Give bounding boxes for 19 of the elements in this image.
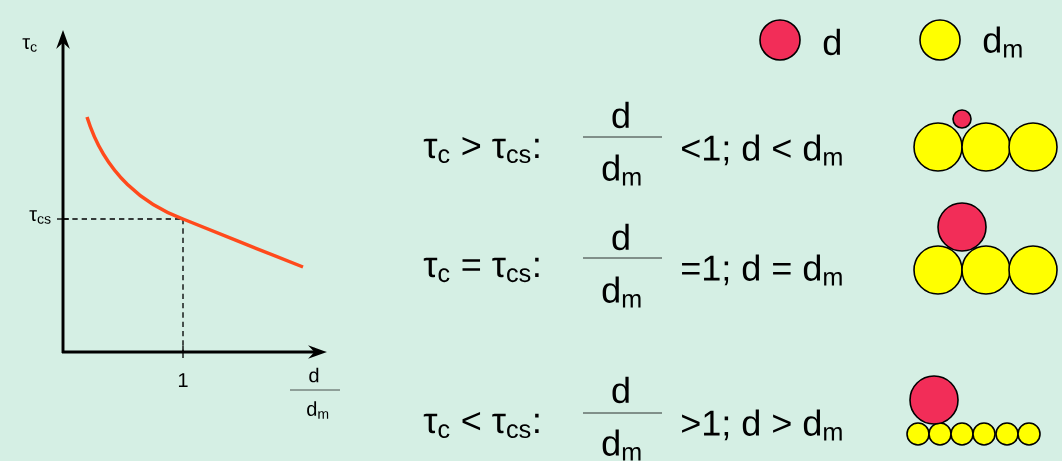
formula-text: d [612, 101, 629, 129]
formula-text: d [612, 223, 629, 251]
formula-text: =1; d = d$_{m}$ [682, 254, 842, 286]
formula-text: >1; d > d$_{m}$ [682, 409, 842, 441]
formula-text: <1; d < d$_{m}$ [682, 134, 842, 166]
formula-text: d$_{m}$ [602, 276, 641, 308]
formula-text: d$_{m}$ [602, 429, 641, 461]
formula-text: d [612, 376, 629, 404]
legend-label: d$_{m}$ [983, 26, 1022, 58]
formula-text: τ$_{cs}$ [29, 210, 51, 224]
legend-label: d [823, 28, 840, 56]
formula-text: τ$_{c}$ < τ$_{cs}$: [423, 411, 539, 439]
formula-text: d$_{m}$ [602, 154, 641, 186]
formula-text: 1 [178, 373, 188, 387]
formula-text: τ$_{c}$ = τ$_{cs}$: [423, 257, 539, 283]
formula-text: τ$_{c}$ [22, 38, 37, 52]
formula-text: d$_{m}$ [307, 401, 329, 419]
formula-text: τ$_{c}$ > τ$_{cs}$: [423, 136, 539, 164]
formula-text: d [309, 367, 319, 383]
